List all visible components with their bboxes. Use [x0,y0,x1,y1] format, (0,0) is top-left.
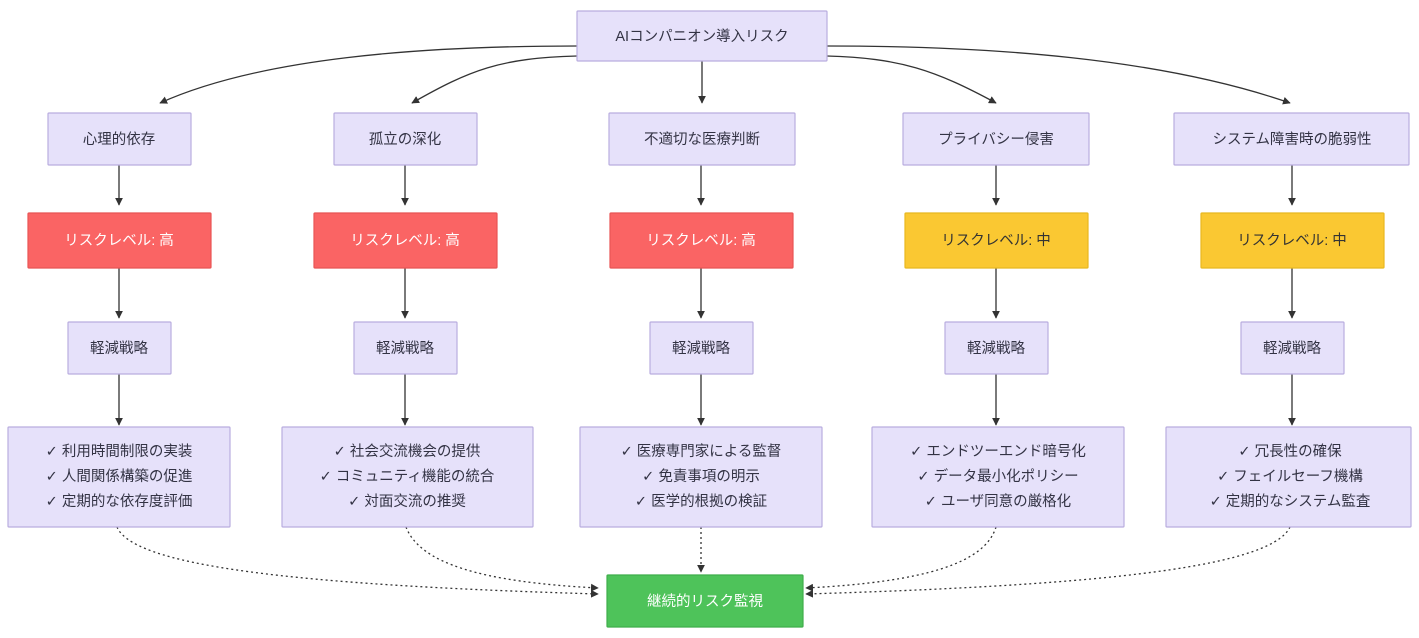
measure-item: ✓ コミュニティ機能の統合 [320,468,495,485]
node-level-1-label: リスクレベル: 高 [64,232,174,249]
node-level-3-label: リスクレベル: 高 [646,232,756,249]
edge-root-to-risk-4 [826,55,997,104]
node-strategy-2[interactable]: 軽減戦略 [353,321,458,375]
edge-group-root-to-risks [159,45,1291,105]
node-risk-4-label: プライバシー侵害 [938,131,1054,148]
measure-item: ✓ 社会交流機会の提供 [334,442,481,460]
measure-item: ✓ 冗長性の確保 [1238,443,1342,460]
edge-measures-to-monitor-2 [405,526,599,592]
node-risk-4-rect [902,112,1090,166]
node-level-5-label: リスクレベル: 中 [1237,232,1347,249]
measure-item: ✓ 対面交流の推奨 [348,492,466,510]
branch-3: 不適切な医療判断 リスクレベル: 高 軽減戦略 ✓ 医療専門家による監督 ✓ 免… [579,112,823,528]
node-measures-5-rect [1165,426,1412,528]
branch-2: 孤立の深化 リスクレベル: 高 軽減戦略 ✓ 社会交流機会の提供 ✓ コミュニテ… [281,112,534,528]
node-strategy-3-rect [649,321,754,375]
branch-4: プライバシー侵害 リスクレベル: 中 軽減戦略 ✓ エンドツーエンド暗号化 ✓ … [871,112,1125,528]
node-strategy-4[interactable]: 軽減戦略 [944,321,1049,375]
measure-item: ✓ エンドツーエンド暗号化 [910,443,1086,460]
node-measures-2-rect [281,426,534,528]
node-strategy-2-label: 軽減戦略 [376,340,434,357]
edge-group-risk-to-level [115,165,1296,206]
measure-item: ✓ 医療専門家による監督 [621,443,782,460]
node-measures-3-rect [579,426,823,528]
edge-measures-to-monitor-1 [116,526,599,598]
node-level-2-rect [313,212,498,269]
node-continuous-monitoring-label: 継続的リスク監視 [647,593,763,610]
measure-item: ✓ 定期的なシステム監査 [1210,493,1371,510]
branch-1: 心理的依存 リスクレベル: 高 軽減戦略 ✓ 利用時間制限の実装 ✓ 人間関係構… [7,112,231,528]
node-strategy-3[interactable]: 軽減戦略 [649,321,754,375]
node-level-5-rect [1200,212,1385,269]
branch-5: システム障害時の脆弱性 リスクレベル: 中 軽減戦略 ✓ 冗長性の確保 ✓ フェ… [1165,112,1412,528]
edge-root-to-risk-5 [826,45,1291,105]
node-risk-3[interactable]: 不適切な医療判断 [608,112,796,166]
node-risk-5-rect [1173,112,1410,166]
node-strategy-4-rect [944,321,1049,375]
measure-item: ✓ 定期的な依存度評価 [46,493,193,510]
measure-item: ✓ ユーザ同意の厳格化 [925,492,1071,510]
edge-root-to-risk-1 [159,45,578,104]
node-risk-1-rect [47,112,192,166]
measure-item: ✓ 医学的根拠の検証 [635,493,767,510]
edge-measures-to-monitor-4 [805,526,997,592]
node-risk-3-rect [608,112,796,166]
node-strategy-5-rect [1240,321,1345,375]
node-strategy-5-label: 軽減戦略 [1263,340,1321,357]
node-measures-4[interactable]: ✓ エンドツーエンド暗号化 ✓ データ最小化ポリシー ✓ ユーザ同意の厳格化 [871,426,1125,528]
node-root-risk-label: AIコンパニオン導入リスク [615,28,788,45]
node-level-3-rect [609,212,794,269]
node-risk-4[interactable]: プライバシー侵害 [902,112,1090,166]
node-continuous-monitoring[interactable]: 継続的リスク監視 [606,574,804,628]
node-level-3[interactable]: リスクレベル: 高 [609,212,794,269]
node-measures-2[interactable]: ✓ 社会交流機会の提供 ✓ コミュニティ機能の統合 ✓ 対面交流の推奨 [281,426,534,528]
edge-group-level-to-strategy [115,268,1296,319]
node-level-4-rect [904,212,1089,269]
node-risk-1[interactable]: 心理的依存 [47,112,192,166]
node-risk-3-label: 不適切な医療判断 [644,130,760,148]
edge-root-to-risk-2 [411,55,578,104]
measure-item: ✓ データ最小化ポリシー [917,467,1078,485]
node-strategy-1-label: 軽減戦略 [90,340,148,357]
node-root-risk[interactable]: AIコンパニオン導入リスク [576,10,828,62]
measure-item: ✓ フェイルセーフ機構 [1217,468,1363,485]
node-strategy-5[interactable]: 軽減戦略 [1240,321,1345,375]
edge-group-measures-to-monitor [116,526,1291,598]
node-root-risk-rect [576,10,828,62]
node-level-5[interactable]: リスクレベル: 中 [1200,212,1385,269]
node-risk-5-label: システム障害時の脆弱性 [1212,130,1371,148]
node-strategy-3-label: 軽減戦略 [672,340,730,357]
node-measures-3[interactable]: ✓ 医療専門家による監督 ✓ 免責事項の明示 ✓ 医学的根拠の検証 [579,426,823,528]
node-risk-2-label: 孤立の深化 [369,131,442,148]
node-strategy-1[interactable]: 軽減戦略 [67,321,172,375]
node-strategy-1-rect [67,321,172,375]
node-level-1-rect [27,212,212,269]
node-measures-1[interactable]: ✓ 利用時間制限の実装 ✓ 人間関係構築の促進 ✓ 定期的な依存度評価 [7,426,231,528]
edge-group-strategy-to-measures [115,374,1296,426]
node-risk-2-rect [333,112,478,166]
node-level-2[interactable]: リスクレベル: 高 [313,212,498,269]
node-risk-5[interactable]: システム障害時の脆弱性 [1173,112,1410,166]
node-level-4-label: リスクレベル: 中 [941,232,1051,249]
node-measures-1-rect [7,426,231,528]
measure-item: ✓ 人間関係構築の促進 [46,467,193,485]
node-strategy-2-rect [353,321,458,375]
node-level-1[interactable]: リスクレベル: 高 [27,212,212,269]
edge-measures-to-monitor-5 [805,526,1291,598]
node-strategy-4-label: 軽減戦略 [967,340,1025,357]
measure-item: ✓ 免責事項の明示 [642,468,760,485]
measure-item: ✓ 利用時間制限の実装 [46,443,193,460]
node-risk-2[interactable]: 孤立の深化 [333,112,478,166]
node-continuous-monitoring-rect [606,574,804,628]
node-level-2-label: リスクレベル: 高 [350,232,460,249]
node-risk-1-label: 心理的依存 [83,131,156,148]
node-level-4[interactable]: リスクレベル: 中 [904,212,1089,269]
node-measures-5[interactable]: ✓ 冗長性の確保 ✓ フェイルセーフ機構 ✓ 定期的なシステム監査 [1165,426,1412,528]
node-measures-4-rect [871,426,1125,528]
